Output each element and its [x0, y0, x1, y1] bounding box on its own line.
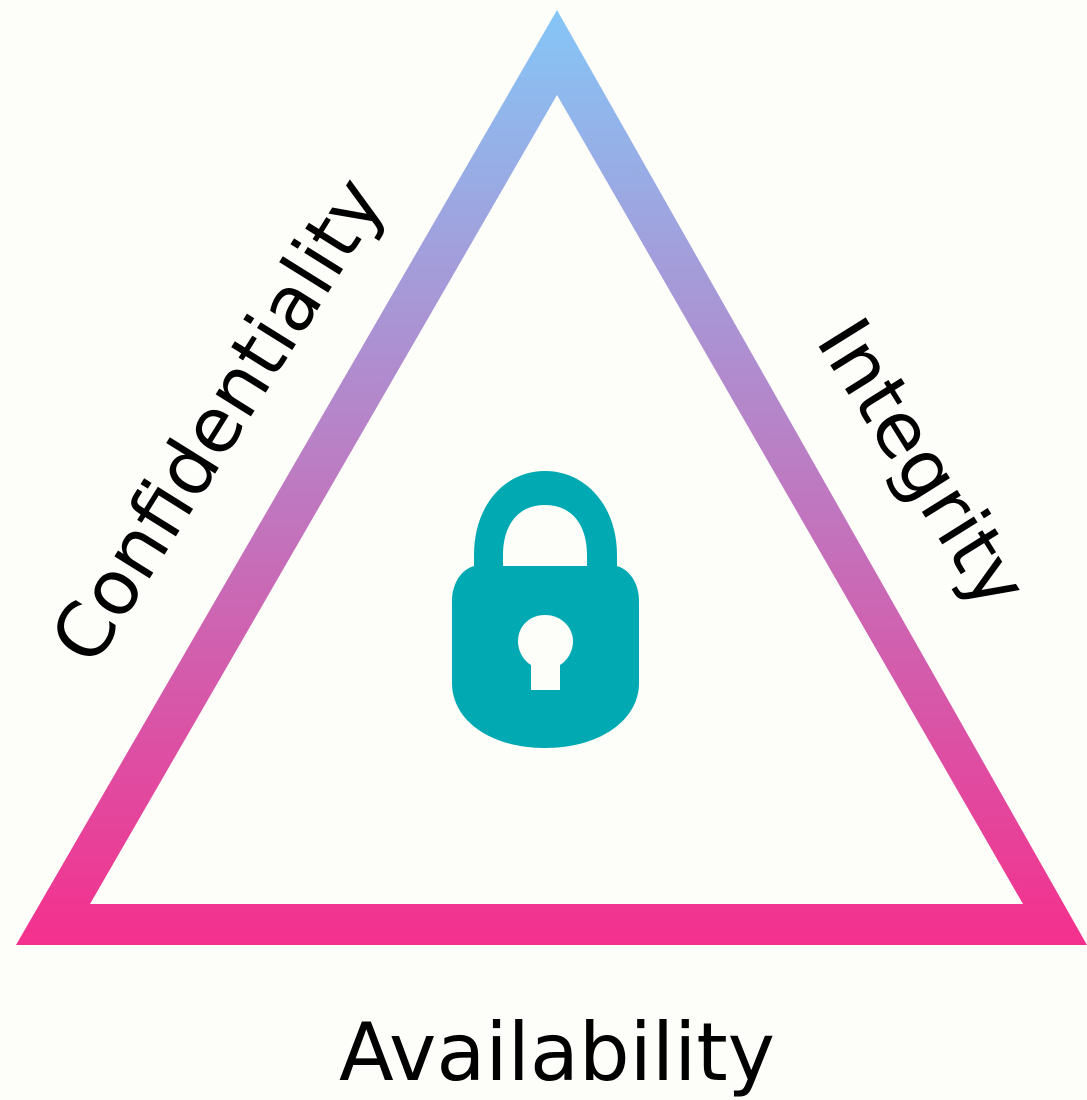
padlock-icon: [452, 471, 639, 748]
availability-label: Availability: [339, 1006, 775, 1099]
